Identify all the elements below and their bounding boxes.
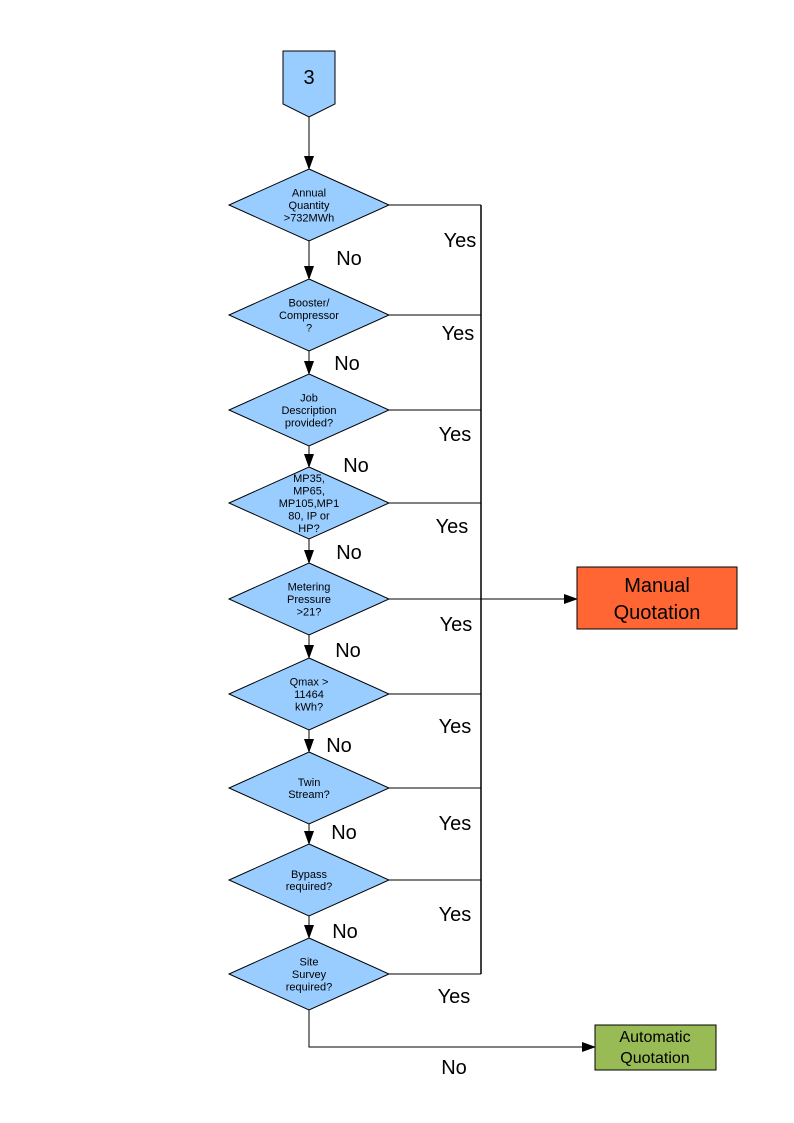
manual-quotation-line-1: Manual — [624, 575, 690, 597]
edge-labels-layer: YesYesYesYesYesYesYesYesYesNoNoNoNoNoNoN… — [326, 230, 476, 1079]
manual-quotation-node: Manual Quotation — [576, 566, 738, 630]
decision-diamond-7 — [227, 751, 391, 825]
decision-9-line-3: required? — [286, 981, 332, 993]
decision-1-line-3: >732MWh — [284, 212, 334, 224]
decision-diamond-6 — [227, 657, 391, 731]
decision-3-line-2: Description — [281, 405, 336, 417]
connector-shape — [282, 50, 336, 118]
no-label-5: No — [335, 640, 361, 662]
decision-3-line-3: provided? — [285, 417, 333, 429]
connector-label: 3 — [303, 67, 314, 89]
automatic-quotation-box — [594, 1024, 717, 1071]
decision-diamond-3 — [227, 373, 391, 447]
decision-4-line-1: MP35, — [293, 473, 325, 485]
yes-label-5: Yes — [440, 614, 473, 636]
decisions-layer: AnnualQuantity>732MWhBooster/Compressor?… — [227, 168, 391, 1011]
yes-label-9: Yes — [438, 986, 471, 1008]
decision-9-line-1: Site — [300, 957, 319, 969]
connector-node: 3 — [282, 50, 336, 118]
decision-3-line-1: Job — [300, 393, 318, 405]
decision-diamond-2 — [227, 278, 391, 352]
decision-8-line-2: required? — [286, 881, 332, 893]
decision-diamond-5 — [227, 562, 391, 636]
decision-node-2: Booster/Compressor? — [227, 278, 391, 352]
no-label-7: No — [331, 822, 357, 844]
decision-1-line-2: Quantity — [289, 200, 330, 212]
automatic-quotation-line-2: Quotation — [620, 1050, 689, 1067]
decision-7-line-2: Stream? — [288, 789, 330, 801]
no-label-9: No — [441, 1057, 467, 1079]
no-label-1: No — [336, 248, 362, 270]
yes-label-1: Yes — [444, 230, 477, 252]
decision-6-line-1: Qmax > — [290, 677, 329, 689]
decision-5-line-1: Metering — [288, 582, 331, 594]
decision-4-line-2: MP65, — [293, 486, 325, 498]
edges-layer — [304, 117, 596, 1052]
decision-2-line-2: Compressor — [279, 310, 339, 322]
no-label-2: No — [334, 353, 360, 375]
edge-to-automatic-quotation — [308, 1010, 596, 1052]
yes-label-6: Yes — [439, 716, 472, 738]
yes-label-7: Yes — [439, 813, 472, 835]
decision-2-line-1: Booster/ — [289, 298, 331, 310]
no-label-3: No — [343, 455, 369, 477]
automatic-quotation-node: Automatic Quotation — [594, 1024, 717, 1071]
decision-5-line-2: Pressure — [287, 594, 331, 606]
decision-7-line-1: Twin — [298, 777, 321, 789]
decision-5-line-3: >21? — [297, 606, 322, 618]
decision-4-line-4: 80, IP or — [288, 510, 330, 522]
automatic-quotation-line-1: Automatic — [619, 1029, 690, 1046]
no-label-8: No — [332, 921, 358, 943]
no-label-4: No — [336, 542, 362, 564]
yes-label-2: Yes — [442, 323, 475, 345]
manual-quotation-box — [576, 566, 738, 630]
decision-9-line-2: Survey — [292, 969, 327, 981]
decision-2-line-3: ? — [306, 322, 312, 334]
decision-diamond-9 — [227, 937, 391, 1011]
manual-quotation-line-2: Quotation — [614, 602, 701, 624]
decision-4-line-3: MP105,MP1 — [279, 498, 340, 510]
no-label-6: No — [326, 735, 352, 757]
decision-1-line-1: Annual — [292, 188, 326, 200]
decision-8-line-1: Bypass — [291, 869, 328, 881]
decision-6-line-3: kWh? — [295, 701, 323, 713]
decision-4-line-5: HP? — [298, 523, 319, 535]
yes-label-4: Yes — [436, 516, 469, 538]
decision-6-line-2: 11464 — [294, 689, 324, 701]
yes-label-3: Yes — [439, 424, 472, 446]
decision-diamond-4 — [227, 466, 391, 540]
decision-diamond-1 — [227, 168, 391, 242]
yes-label-8: Yes — [439, 904, 472, 926]
decision-diamond-8 — [227, 843, 391, 917]
